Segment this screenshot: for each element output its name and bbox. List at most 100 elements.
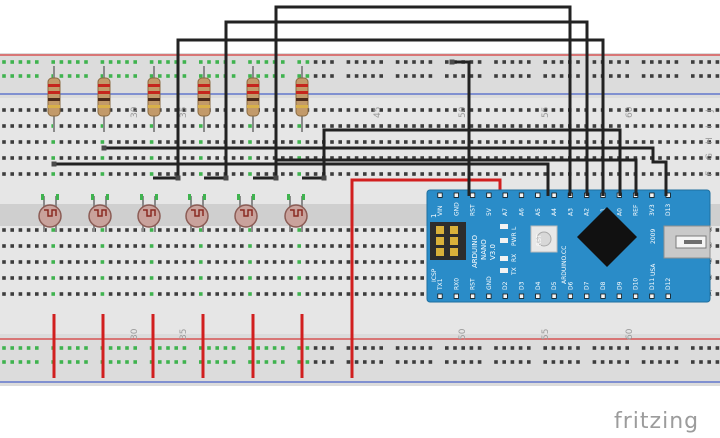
rail-hole — [543, 360, 547, 364]
breadboard-hole — [182, 244, 187, 248]
rail-hole — [518, 360, 523, 364]
bottom-pin-label: D6 — [567, 281, 574, 290]
rail-hole — [346, 360, 351, 364]
rail-hole — [117, 360, 121, 364]
breadboard-hole — [305, 124, 310, 128]
rail-hole — [658, 74, 662, 78]
breadboard-hole — [363, 228, 367, 232]
breadboard-hole — [699, 156, 703, 160]
rail-hole — [494, 60, 498, 64]
breadboard-hole — [609, 140, 613, 144]
breadboard-hole — [2, 244, 6, 248]
rail-hole — [363, 74, 367, 78]
breadboard-hole — [543, 156, 547, 160]
bottom-pin-label: D2 — [502, 281, 509, 290]
breadboard-hole — [477, 140, 482, 144]
breadboard-hole — [715, 140, 720, 144]
breadboard-hole — [215, 260, 219, 264]
header-pin — [665, 293, 671, 299]
breadboard-hole — [231, 108, 236, 112]
arduino-nano[interactable]: VINGNDRST5VA7A6A5A4A3A2A1A0REF3V3D13 TX1… — [426, 189, 711, 303]
breadboard-hole — [322, 276, 326, 280]
rail-hole — [494, 346, 498, 350]
top-pin-label: RST — [470, 204, 477, 216]
rail-hole — [18, 74, 23, 78]
rail-hole — [207, 346, 211, 350]
breadboard-hole — [469, 140, 474, 144]
breadboard-hole — [51, 228, 55, 232]
breadboard-hole — [76, 124, 80, 128]
breadboard-hole — [2, 108, 6, 112]
rail-hole — [256, 74, 260, 78]
breadboard-hole — [141, 292, 146, 296]
breadboard-hole — [43, 260, 47, 264]
rail-hole — [617, 346, 621, 350]
rail-hole — [330, 60, 334, 64]
breadboard-hole — [264, 292, 269, 296]
breadboard-hole — [461, 124, 465, 128]
breadboard-hole — [428, 140, 433, 144]
breadboard-hole — [305, 276, 310, 280]
breadboard-hole — [412, 228, 416, 232]
rail-hole — [322, 60, 326, 64]
rail-hole — [691, 74, 695, 78]
rail-hole — [67, 60, 72, 64]
header-pin — [502, 192, 508, 198]
bottom-pin-label: D3 — [519, 281, 526, 290]
rail-hole — [428, 346, 433, 350]
rail-hole — [502, 74, 506, 78]
breadboard-hole — [592, 156, 597, 160]
rail-hole — [354, 346, 359, 350]
breadboard-hole — [641, 156, 646, 160]
breadboard-hole — [264, 228, 269, 232]
breadboard-hole — [117, 140, 121, 144]
breadboard-hole — [108, 260, 113, 264]
breadboard-hole — [289, 140, 293, 144]
rail-hole — [412, 360, 416, 364]
breadboard-hole — [76, 276, 80, 280]
year-label: 2009 — [650, 229, 657, 244]
breadboard-hole — [625, 140, 629, 144]
rail-hole — [527, 360, 531, 364]
rail-hole — [354, 360, 359, 364]
icsp-header — [430, 222, 466, 260]
icsp-pin — [436, 226, 444, 234]
breadboard-hole — [395, 156, 400, 160]
rail-hole — [371, 74, 375, 78]
breadboard-hole — [281, 276, 285, 280]
usb-connector[interactable] — [663, 225, 711, 259]
icsp-pin — [450, 248, 458, 256]
rail-hole — [576, 74, 580, 78]
breadboard-hole — [338, 276, 342, 280]
rail-hole — [305, 346, 310, 350]
breadboard-hole — [18, 156, 23, 160]
breadboard-hole — [371, 108, 375, 112]
breadboard-hole — [59, 124, 64, 128]
breadboard-hole — [26, 172, 31, 176]
wire-end — [449, 59, 455, 65]
breadboard-hole — [10, 228, 14, 232]
led-pwr — [500, 238, 508, 243]
breadboard-hole — [84, 124, 88, 128]
rail-hole — [18, 360, 23, 364]
breadboard-hole — [67, 292, 72, 296]
breadboard-hole — [174, 108, 178, 112]
breadboard-hole — [289, 292, 293, 296]
rail-hole — [420, 60, 424, 64]
breadboard-hole — [412, 172, 416, 176]
rail-hole — [264, 360, 269, 364]
breadboard-hole — [420, 172, 424, 176]
breadboard-hole — [346, 172, 351, 176]
breadboard-hole — [666, 108, 670, 112]
breadboard-hole — [10, 156, 14, 160]
breadboard-hole — [149, 124, 154, 128]
rail-hole — [715, 74, 720, 78]
rail-hole — [699, 60, 703, 64]
breadboard-hole — [26, 292, 31, 296]
rail-hole — [199, 346, 203, 350]
fritzing-logo: fritzing — [614, 409, 699, 434]
breadboard-hole — [166, 292, 170, 296]
breadboard-hole — [404, 244, 408, 248]
breadboard-hole — [518, 172, 523, 176]
breadboard-hole — [51, 140, 55, 144]
